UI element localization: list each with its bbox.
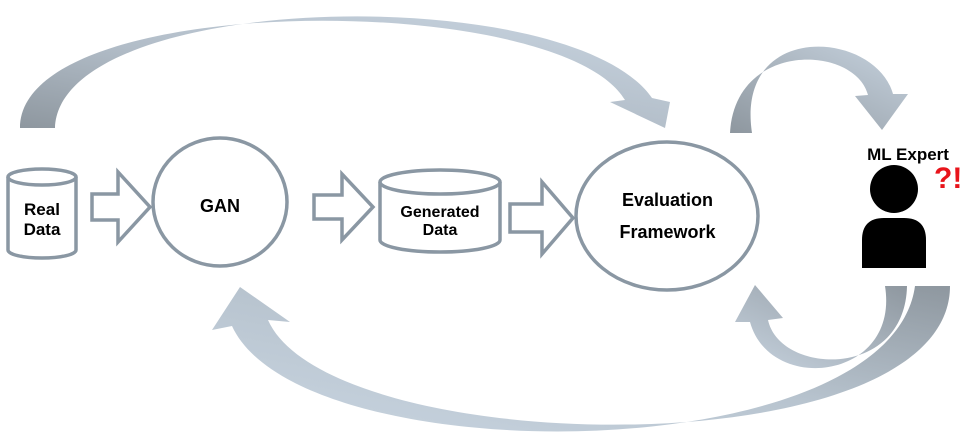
real-data-line2: Data — [23, 219, 61, 239]
gan-circle — [151, 136, 289, 268]
real-data-label: Real Data — [8, 200, 76, 239]
generated-data-line1: Generated — [400, 204, 480, 221]
generated-data-label: Generated Data — [380, 204, 500, 241]
evaluation-label: Evaluation Framework — [580, 184, 755, 249]
evaluation-line1: Evaluation — [621, 190, 714, 210]
expert-arrow-top — [730, 46, 908, 133]
generated-data-cylinder — [378, 168, 502, 254]
gan-label: GAN — [200, 196, 240, 216]
flow-arrow-1 — [90, 167, 153, 247]
feedback-arrow-bottom — [212, 286, 950, 432]
feedback-arrow-top — [20, 16, 670, 128]
flow-arrow-2 — [312, 169, 376, 245]
person-icon — [862, 165, 926, 268]
expert-arrow-bottom — [735, 285, 907, 369]
real-data-cylinder — [6, 167, 78, 260]
question-exclamation-mark: ?! — [934, 162, 963, 195]
ml-expert-label: ML Expert — [867, 145, 949, 164]
real-data-line1: Real — [24, 200, 60, 219]
evaluation-line2: Framework — [619, 222, 716, 243]
flow-arrow-3 — [508, 177, 576, 259]
generated-data-line2: Data — [422, 222, 458, 240]
evaluation-circle — [574, 140, 760, 292]
